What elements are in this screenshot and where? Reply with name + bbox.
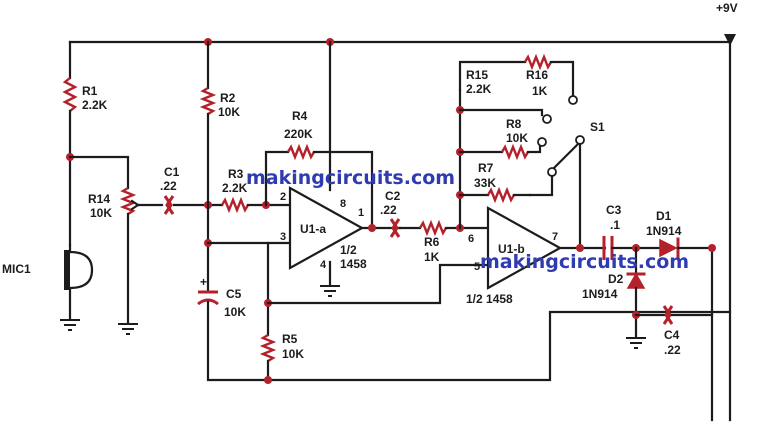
- r2-ref: R2: [220, 91, 236, 105]
- c1-value: .22: [160, 179, 177, 193]
- u1a-ref: U1-a: [300, 222, 326, 236]
- r5-ref: R5: [282, 332, 298, 346]
- r4-value: 220K: [284, 127, 313, 141]
- u1b-pin-pos: 5: [474, 261, 480, 273]
- r16-ref: R16: [526, 68, 548, 82]
- r15-value: 2.2K: [466, 82, 492, 96]
- u1a-pin-neg: 2: [280, 191, 286, 203]
- supply-rail: [68, 34, 736, 422]
- r6-ref: R6: [424, 235, 440, 249]
- r1-ref: R1: [82, 84, 98, 98]
- u1a-pin-gnd: 4: [320, 259, 327, 271]
- c5-plus: +: [200, 275, 207, 289]
- c1-ref: C1: [164, 165, 180, 179]
- d2-value: 1N914: [582, 287, 618, 301]
- c5-ref: C5: [226, 287, 242, 301]
- c3-value: .1: [610, 218, 620, 232]
- watermark-1: makingcircuits.com: [246, 167, 455, 189]
- s1-ref: S1: [590, 120, 605, 134]
- u1b-pin-out: 7: [552, 231, 558, 243]
- r7-value: 33K: [474, 176, 496, 190]
- u1b-pin-neg: 6: [468, 233, 474, 245]
- r7-ref: R7: [478, 161, 494, 175]
- r15-ref: R15: [466, 68, 488, 82]
- d1-value: 1N914: [646, 224, 682, 238]
- r8-value: 10K: [506, 131, 528, 145]
- opamp-u1b: [486, 206, 607, 290]
- bias-network: [197, 40, 732, 384]
- r5-value: 10K: [282, 347, 304, 361]
- u1b-ref: U1-b: [498, 242, 525, 256]
- c3-ref: C3: [606, 203, 622, 217]
- r1-value: 2.2K: [82, 98, 108, 112]
- c4-value: .22: [664, 343, 681, 357]
- detector-output: [602, 236, 716, 422]
- u1a-pin-vcc: 8: [340, 198, 346, 210]
- watermark-2: makingcircuits.com: [480, 251, 689, 273]
- c4-ref: C4: [664, 328, 680, 342]
- c5-value: 10K: [224, 305, 246, 319]
- u1a-pin-pos: 3: [280, 231, 286, 243]
- opamp-u1a: [264, 40, 402, 297]
- u1a-part-no: 1458: [340, 257, 367, 271]
- c2-r6-section: [389, 218, 490, 238]
- r3-ref: R3: [228, 167, 244, 181]
- u1a-part: 1/2: [340, 243, 357, 257]
- gain-switch-network: [456, 53, 585, 248]
- mic-input-section: [60, 40, 164, 335]
- u1b-part: 1/2 1458: [466, 292, 513, 306]
- mic-ref: MIC1: [2, 262, 31, 276]
- r14-ref: R14: [88, 192, 110, 206]
- r14-value: 10K: [90, 206, 112, 220]
- r4-ref: R4: [292, 109, 308, 123]
- c1-r3-section: [163, 195, 292, 215]
- r3-value: 2.2K: [222, 181, 248, 195]
- d2-ref: D2: [608, 272, 624, 286]
- c2-value: .22: [380, 203, 397, 217]
- r6-value: 1K: [424, 250, 440, 264]
- r8-ref: R8: [506, 117, 522, 131]
- c2-ref: C2: [385, 189, 401, 203]
- supply-label: +9V: [716, 1, 738, 15]
- r16-value: 1K: [532, 84, 548, 98]
- u1a-pin-out: 1: [358, 207, 364, 219]
- r2-value: 10K: [218, 105, 240, 119]
- d1-ref: D1: [656, 209, 672, 223]
